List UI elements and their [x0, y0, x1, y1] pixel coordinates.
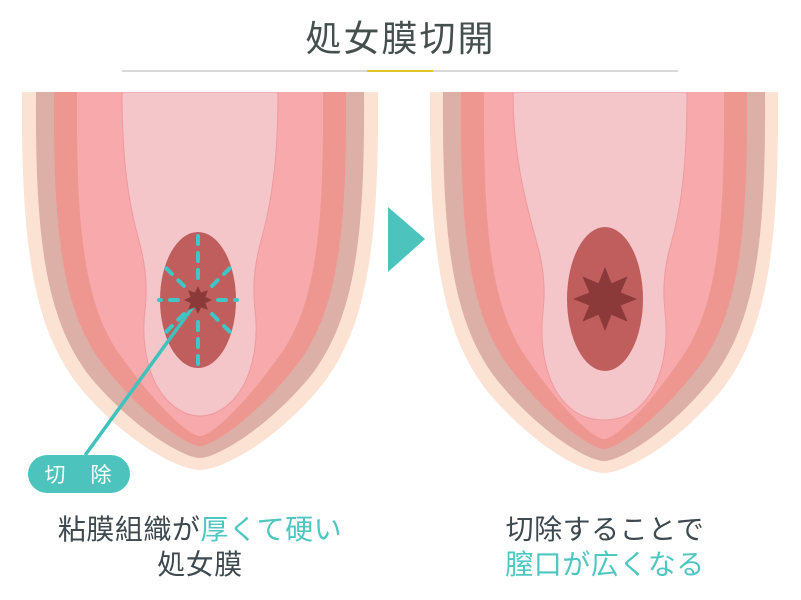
small-hymen-opening-star: [184, 286, 212, 314]
figure-after-incision: [429, 91, 779, 483]
page-title: 処女膜切開: [305, 19, 496, 59]
caption-after-line2: 膣口が広くなる: [505, 549, 705, 580]
caption-before-line1-dark: 粘膜組織が: [57, 514, 201, 545]
caption-before: 粘膜組織が厚くて硬い 処女膜: [0, 512, 400, 582]
vulva-diagram-before: [21, 91, 379, 470]
arrow-right-icon: [388, 207, 425, 272]
large-hymen-opening-star: [573, 267, 637, 331]
vulva-diagram-after: [429, 91, 779, 473]
caption-before-line2: 処女膜: [157, 549, 243, 580]
excision-callout-line: [84, 298, 200, 456]
caption-after-line1: 切除することで: [505, 514, 705, 545]
caption-after: 切除することで 膣口が広くなる: [405, 512, 801, 582]
caption-before-line1: 粘膜組織が厚くて硬い: [0, 512, 400, 547]
figure-before-incision: [21, 91, 379, 477]
radial-incision-guide-lines: [157, 232, 239, 368]
title-divider: [122, 70, 678, 72]
excision-label: 切 除: [44, 464, 114, 487]
excision-label-pill: 切 除: [28, 455, 130, 493]
caption-before-line1-teal: 厚くて硬い: [200, 514, 343, 545]
title-divider-accent: [367, 70, 433, 72]
